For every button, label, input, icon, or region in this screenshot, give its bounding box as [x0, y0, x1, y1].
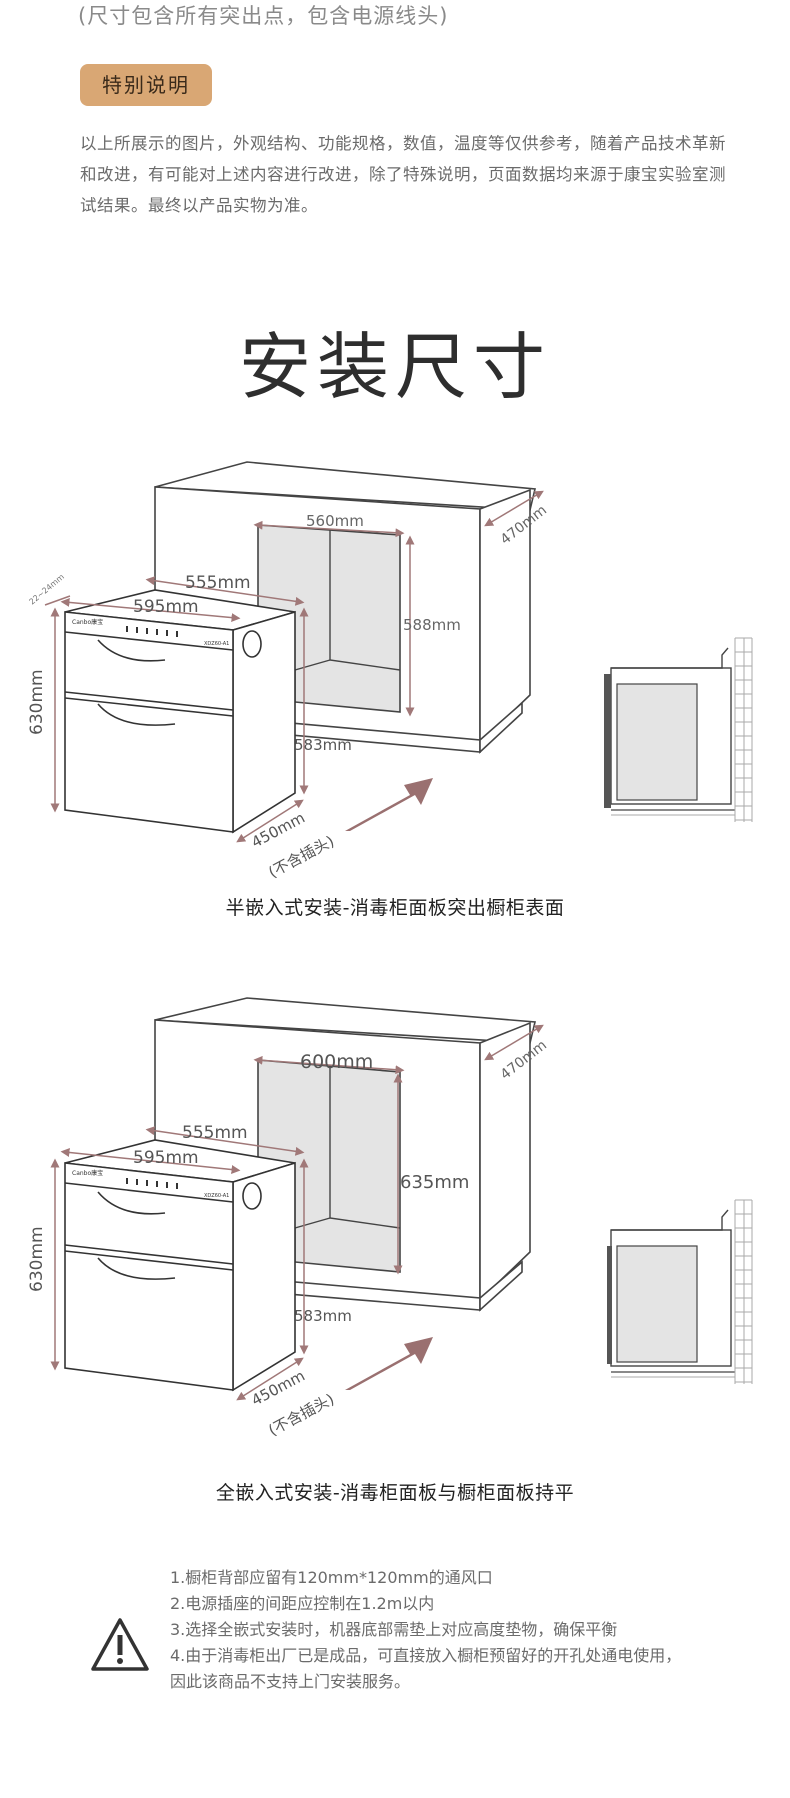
cab-height-label: 635mm — [400, 1172, 469, 1193]
model-label: XDZ60-A1 — [204, 1193, 229, 1199]
cab-depth-line — [484, 1024, 544, 1061]
cab-height-label: 588mm — [403, 616, 461, 634]
fully-embedded-diagram: 600mm 635mm 470mm Canbo康宝 XDZ60-A1 595mm… — [27, 997, 753, 1440]
note-item: 2.电源插座的间距应控制在1.2m以内 — [170, 1594, 435, 1613]
panel-thickness-label: 22~24mm — [28, 572, 67, 606]
insert-arrow — [345, 1337, 433, 1390]
unit-inner-width-line — [145, 1126, 305, 1156]
cab-width-label: 560mm — [306, 512, 364, 530]
size-footnote: (尺寸包含所有突出点，包含电源线头) — [78, 4, 449, 28]
cab-width-label: 600mm — [300, 1051, 373, 1073]
unit-inner-width-label: 555mm — [182, 1123, 248, 1143]
unit-height-label: 630mm — [27, 669, 47, 735]
unit-body-height-label: 583mm — [294, 736, 352, 754]
side-section-view — [604, 647, 735, 816]
insert-arrow — [345, 778, 433, 831]
unit-inner-width-label: 555mm — [185, 573, 251, 593]
special-note-text: 以上所展示的图片，外观结构、功能规格，数值，温度等仅供参考，随着产品技术革新和改… — [80, 134, 726, 215]
special-note-badge: 特别说明 — [80, 64, 212, 106]
fully-embedded-caption: 全嵌入式安装-消毒柜面板与橱柜面板持平 — [215, 1482, 575, 1504]
note-item: 4.由于消毒柜出厂已是成品，可直接放入橱柜预留好的开孔处通电使用， — [170, 1646, 682, 1665]
side-section-view — [607, 1209, 735, 1378]
cab-width-line — [253, 520, 405, 538]
cab-width-line — [253, 1055, 405, 1075]
unit-width-line — [60, 597, 241, 623]
unit-width-label: 595mm — [133, 1148, 199, 1168]
brand-logo: Canbo康宝 — [72, 618, 103, 626]
unit-width-label: 595mm — [133, 597, 199, 617]
unit-depth-line — [236, 799, 304, 843]
panel-thickness-line — [44, 595, 71, 606]
wall-hatch — [734, 637, 753, 822]
wall-hatch — [734, 1199, 753, 1384]
model-label: XDZ60-A1 — [204, 641, 229, 647]
installation-notes: 1.橱柜背部应留有120mm*120mm的通风口 2.电源插座的间距应控制在1.… — [90, 1565, 750, 1715]
disinfection-cabinet-unit — [64, 1139, 296, 1392]
unit-depth-line — [236, 1357, 304, 1401]
section-title: 安装尺寸 — [238, 325, 551, 409]
warning-icon — [91, 1618, 149, 1671]
unit-inner-width-line — [145, 576, 305, 606]
note-item: 1.橱柜背部应留有120mm*120mm的通风口 — [170, 1568, 493, 1587]
disinfection-cabinet-unit — [64, 589, 296, 834]
control-buttons — [126, 1178, 178, 1189]
semi-embedded-diagram: 560mm 588mm 470mm Canbo康宝 XDZ60-A1 595mm… — [27, 461, 753, 880]
unit-width-line — [60, 1147, 241, 1175]
unit-body-height-label: 583mm — [294, 1307, 352, 1325]
brand-logo: Canbo康宝 — [72, 1169, 103, 1177]
note-item: 因此该商品不支持上门安装服务。 — [170, 1672, 411, 1691]
cab-depth-line — [484, 490, 544, 527]
control-buttons — [126, 626, 178, 637]
semi-embedded-caption: 半嵌入式安装-消毒柜面板突出橱柜表面 — [225, 897, 565, 919]
unit-height-label: 630mm — [27, 1226, 47, 1292]
note-item: 3.选择全嵌式安装时，机器底部需垫上对应高度垫物，确保平衡 — [170, 1620, 618, 1639]
